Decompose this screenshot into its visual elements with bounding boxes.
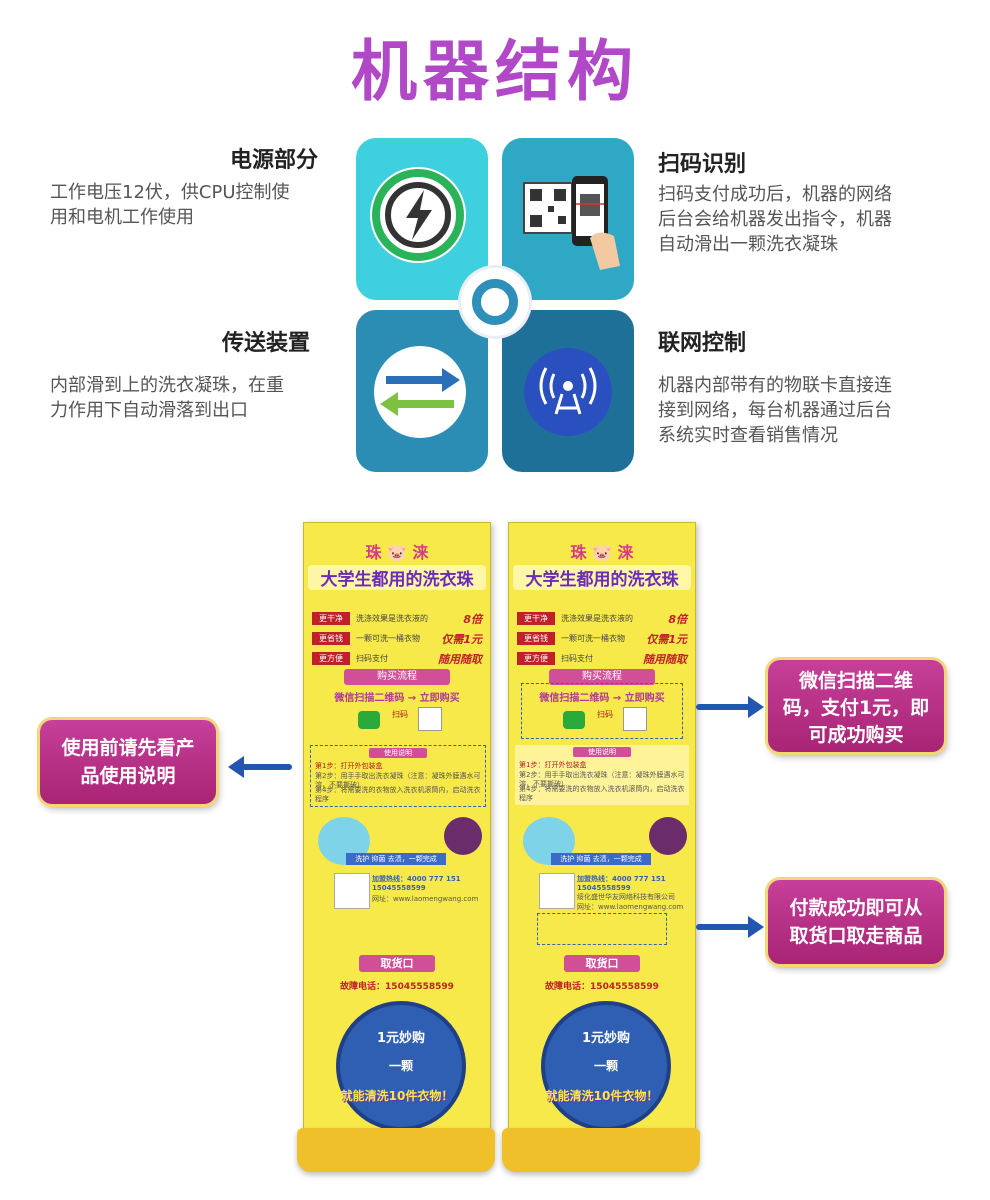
product-image [444, 817, 482, 855]
feature-scan-desc: 扫码支付成功后，机器的网络 后台会给机器发出指令，机器 自动滑出一颗洗衣凝珠 [658, 184, 892, 255]
arrow-left-icon [228, 756, 292, 778]
callout-read-instructions: 使用前请先看产品使用说明 [40, 720, 216, 804]
purchase-flow-label: 购买流程 [549, 669, 655, 685]
qr-placeholder [418, 707, 442, 731]
feature-power-desc: 工作电压12伏，供CPU控制使 用和电机工作使用 [50, 182, 290, 228]
standee-headline: 大学生都用的洗衣珠 [308, 565, 486, 590]
tile-power [356, 138, 488, 300]
feature-network-title: 联网控制 [658, 331, 747, 356]
instructions-box: 使用说明 第1步：打开外包装盒 第2步：用手手取出洗衣凝珠（注意：凝珠外膜遇水可… [515, 745, 689, 805]
purchase-flow-label: 购买流程 [344, 669, 450, 685]
callout-pickup: 付款成功即可从取货口取走商品 [768, 880, 944, 964]
instructions-box: 使用说明 第1步：打开外包装盒 第2步：用手手取出洗衣凝珠（注意：凝珠外膜遇水可… [310, 745, 486, 807]
promo-circle: 1元妙购 一颗 [336, 1001, 466, 1131]
qr-scan-phone-icon [523, 176, 620, 270]
page-title: 机器结构 [351, 33, 639, 110]
standee-headline: 大学生都用的洗衣珠 [513, 565, 691, 590]
pickup-label: 取货口 [564, 955, 640, 972]
power-lightning-icon [370, 167, 466, 263]
feature-power-title: 电源部分 [230, 148, 319, 173]
brand-logo: 珠 🐷 涞 [365, 543, 429, 562]
pickup-label: 取货口 [359, 955, 435, 972]
arrow-right-icon [696, 696, 764, 718]
tile-transfer [356, 310, 488, 472]
dispense-highlight-box [537, 913, 667, 945]
arrow-right-icon [696, 916, 764, 938]
product-image [649, 817, 687, 855]
feature-transfer-desc: 内部滑到上的洗衣凝珠，在重 力作用下自动滑落到出口 [50, 375, 284, 421]
standee-right-base [502, 1128, 700, 1172]
promo-circle: 1元妙购 一颗 [541, 1001, 671, 1131]
center-hub [461, 268, 529, 336]
wechat-icon [563, 711, 585, 729]
scan-highlight-box [521, 683, 683, 739]
tile-scan [502, 138, 634, 300]
wechat-icon [358, 711, 380, 729]
feature-network-desc: 机器内部带有的物联卡直接连 接到网络，每台机器通过后台 系统实时查看销售情况 [658, 375, 892, 446]
qr-placeholder [623, 707, 647, 731]
signal-tower-icon [524, 348, 612, 436]
transfer-arrows-icon [374, 346, 466, 438]
brand-logo: 珠 🐷 涞 [570, 543, 634, 562]
qr-code-image [539, 873, 575, 909]
tile-network [502, 310, 634, 472]
standee-left-base [297, 1128, 495, 1172]
callout-scan-to-buy: 微信扫描二维码，支付1元，即可成功购买 [768, 660, 944, 752]
feature-scan-title: 扫码识别 [658, 152, 747, 177]
qr-code-image [334, 873, 370, 909]
feature-transfer-title: 传送装置 [222, 331, 311, 356]
